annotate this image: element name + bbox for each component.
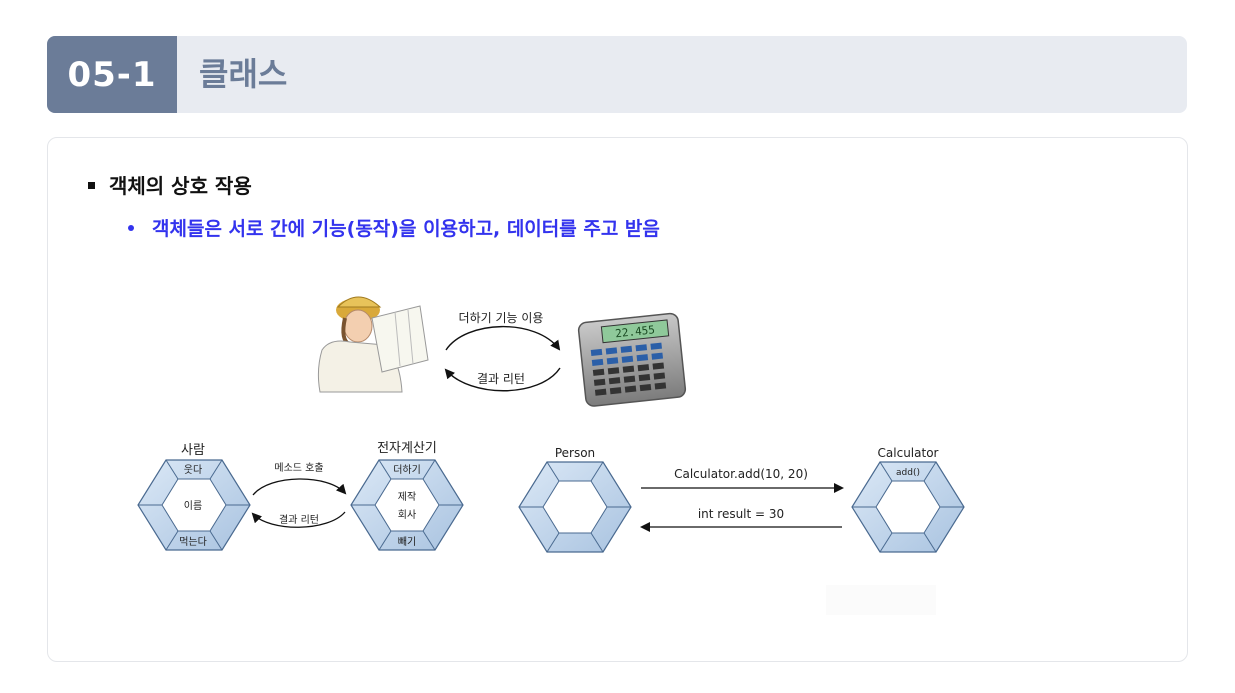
calculator-class-title: Calculator xyxy=(878,446,939,460)
person-field: 이름 xyxy=(184,500,202,512)
faded-watermark xyxy=(826,585,936,615)
section-header: 05-1 클래스 xyxy=(47,36,1187,113)
section-title: 클래스 xyxy=(199,55,288,93)
return-result-label: 결과 리턴 xyxy=(477,372,525,386)
return-result-arrow xyxy=(444,367,561,392)
calculator-field-2: 회사 xyxy=(398,509,416,521)
calculator-title-ko: 전자계산기 xyxy=(377,441,437,456)
method-return-label: 결과 리턴 xyxy=(279,514,319,526)
sub-bullet: 객체들은 서로 간에 기능(동작)을 이용하고, 데이터를 주고 받음 xyxy=(128,214,660,241)
dot-bullet-icon xyxy=(128,224,134,231)
person-object-hexagon xyxy=(137,459,251,551)
calculator-add-call-label: Calculator.add(10, 20) xyxy=(674,467,808,481)
bullet-heading: 객체의 상호 작용 xyxy=(88,170,252,199)
section-number: 05-1 xyxy=(47,36,177,113)
person-title-ko: 사람 xyxy=(181,443,205,458)
person-class-title: Person xyxy=(555,446,595,460)
calculator-class-hexagon xyxy=(851,461,965,553)
worker-illustration xyxy=(317,296,429,393)
calculator-field-1: 제작 xyxy=(398,491,416,503)
calculator-illustration: 22.455 xyxy=(577,312,687,407)
calculator-method-bottom: 빼기 xyxy=(398,536,416,548)
calculator-display: 22.455 xyxy=(615,323,656,340)
sub-bullet-text: 객체들은 서로 간에 기능(동작)을 이용하고, 데이터를 주고 받음 xyxy=(152,218,660,240)
calculator-add-method: add() xyxy=(896,468,920,478)
use-function-label: 더하기 기능 이용 xyxy=(459,311,544,325)
bullet-heading-text: 객체의 상호 작용 xyxy=(109,174,252,198)
person-method-bottom: 먹는다 xyxy=(179,536,207,548)
method-call-arrow xyxy=(252,478,347,496)
method-return-arrow xyxy=(251,511,346,528)
use-function-arrow xyxy=(445,325,561,351)
person-method-top: 웃다 xyxy=(184,464,202,476)
calculator-object-hexagon xyxy=(350,459,464,551)
person-class-hexagon xyxy=(518,461,632,553)
square-bullet-icon xyxy=(88,182,95,189)
int-result-label: int result = 30 xyxy=(698,507,784,521)
calculator-method-top: 더하기 xyxy=(393,463,421,476)
method-call-label: 메소드 호출 xyxy=(274,462,323,474)
